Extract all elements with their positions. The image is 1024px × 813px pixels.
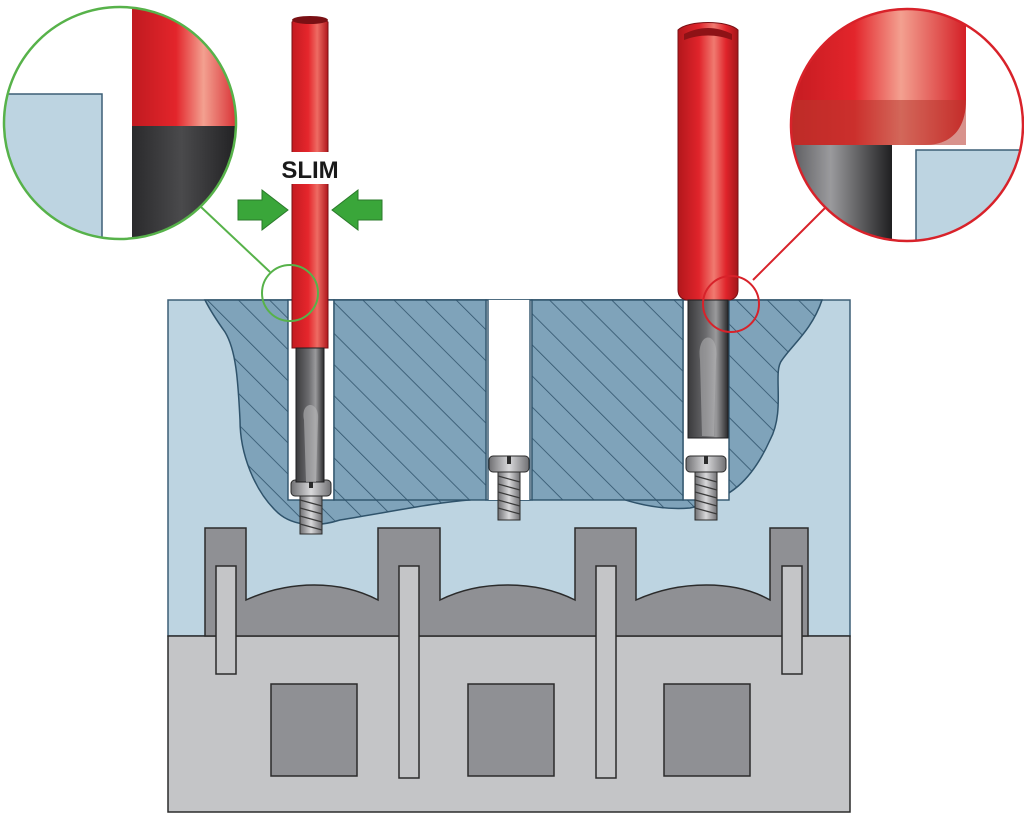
base-window-2 <box>467 683 555 777</box>
zoom-circle-green-border <box>2 5 238 241</box>
zoom-circle-green <box>4 7 236 239</box>
base-pin-1 <box>215 565 237 675</box>
standard-screwdriver <box>677 22 739 439</box>
zoom-circle-red-border <box>789 7 1024 243</box>
standard-shaft <box>677 22 739 301</box>
slotted-screw-icon <box>290 479 332 535</box>
base-window-3 <box>663 683 751 777</box>
middle-hatch-right <box>531 299 684 501</box>
arrow-right-icon <box>237 188 289 232</box>
slotted-screw-icon <box>488 455 530 521</box>
slim-screwdriver <box>291 16 329 483</box>
zoom-circle-red <box>791 9 1023 241</box>
callout-target-red <box>702 275 760 333</box>
terminal-base <box>167 527 851 813</box>
base-pin-3 <box>595 565 617 779</box>
middle-hatch-left <box>333 299 487 501</box>
arrow-left-icon <box>331 188 383 232</box>
callout-target-green <box>261 264 319 322</box>
base-window-1 <box>270 683 358 777</box>
callout-leader-red <box>752 204 829 281</box>
base-pin-4 <box>781 565 803 675</box>
callout-leader-green <box>200 206 271 273</box>
slotted-screw-icon <box>685 455 727 521</box>
slim-label-bg <box>276 152 344 184</box>
base-ribs <box>204 527 809 637</box>
slim-label: SLIM <box>281 157 338 184</box>
base-pin-2 <box>398 565 420 779</box>
